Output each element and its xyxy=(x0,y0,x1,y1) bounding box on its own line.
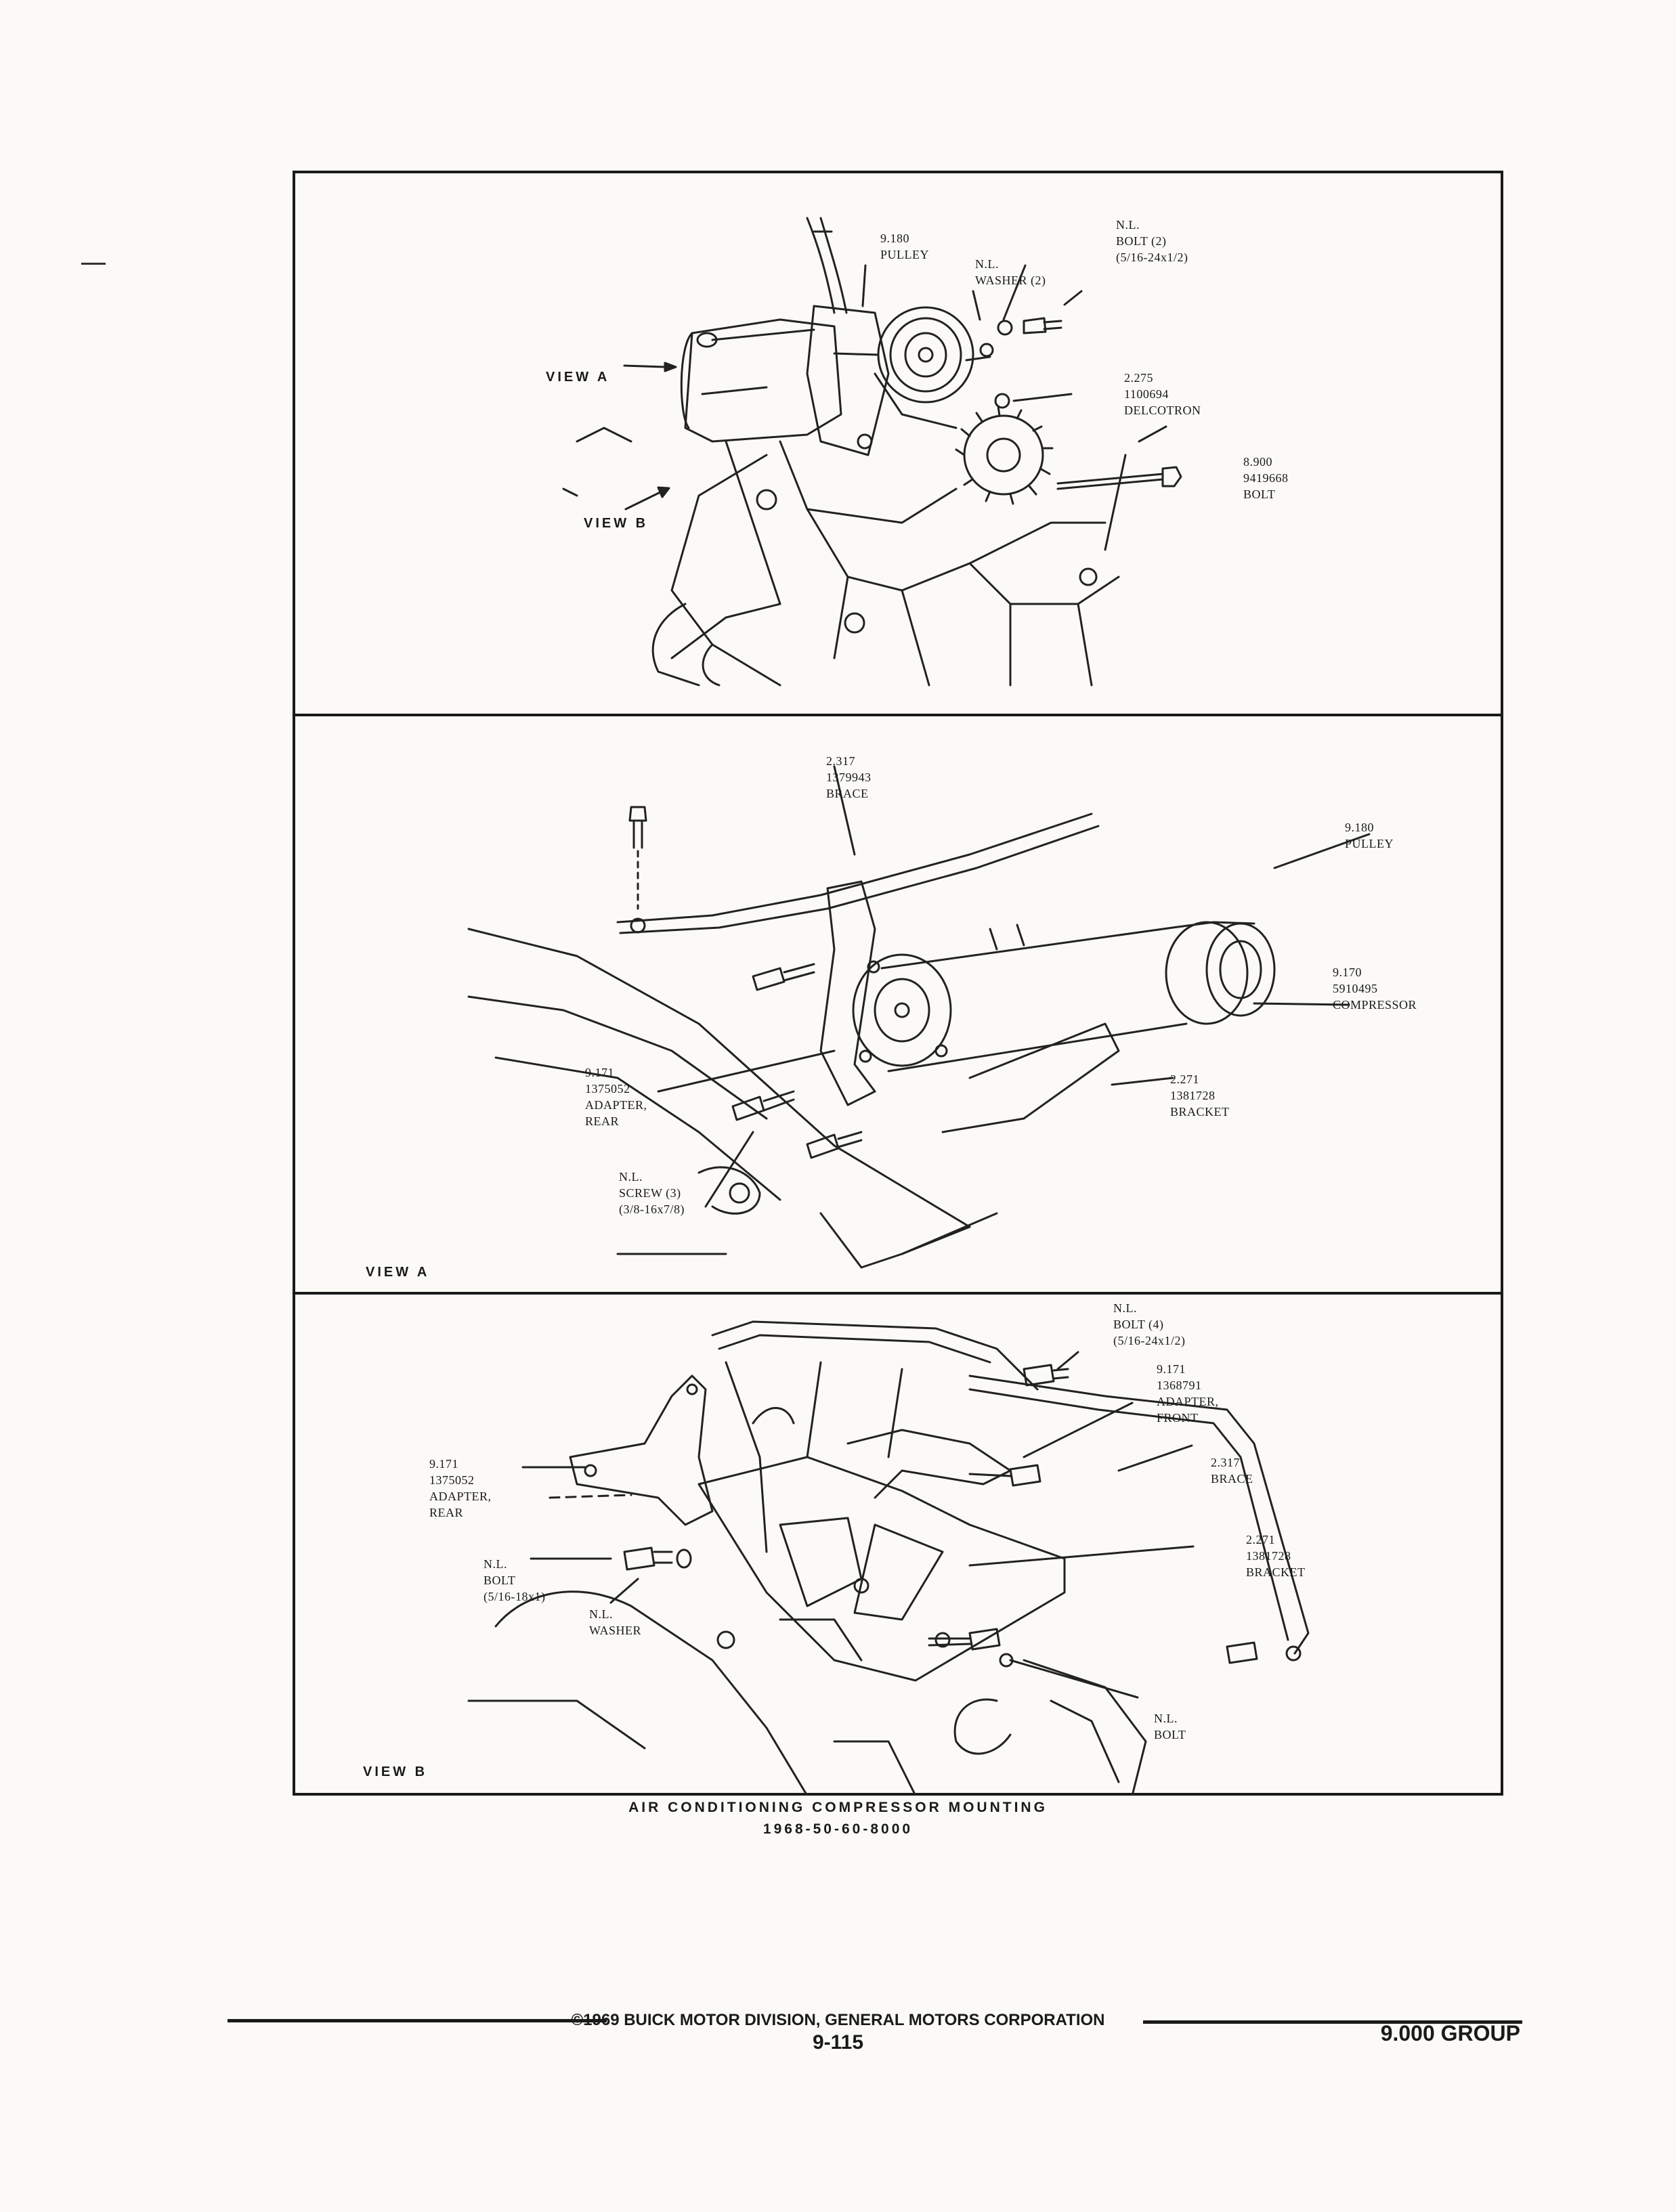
pulley-label: 9.180 PULLEY xyxy=(1345,821,1394,850)
view-a-pointer-label: VIEW A xyxy=(546,370,610,385)
adapter-front-label: 9.171 1368791 ADAPTER, FRONT xyxy=(1157,1362,1219,1425)
panel-2-drawing xyxy=(467,765,1371,1269)
engine-illustrations xyxy=(467,217,1371,1796)
pulley-label: 9.180 PULLEY xyxy=(880,232,929,261)
figure-title: AIR CONDITIONING COMPRESSOR MOUNTING xyxy=(628,1800,1048,1815)
washer-label: N.L. WASHER xyxy=(589,1607,642,1637)
adapter-rear-label: 9.171 1375052 ADAPTER, REAR xyxy=(585,1066,647,1128)
bolt-5-16-18-label: N.L. BOLT (5/16-18x1) xyxy=(484,1557,546,1603)
brace-label: 2.317 BRACE xyxy=(1211,1456,1253,1485)
screw-label: N.L. SCREW (3) (3/8-16x7/8) xyxy=(619,1170,685,1216)
figure-subtitle: 1968-50-60-8000 xyxy=(762,1821,914,1837)
margin-mark xyxy=(81,263,106,265)
copyright: ©1969 BUICK MOTOR DIVISION, GENERAL MOTO… xyxy=(571,2011,1105,2029)
bracket-label: 2.271 1381728 BRACKET xyxy=(1246,1533,1306,1579)
panel-3-drawing xyxy=(467,1320,1310,1796)
figure-frame xyxy=(293,171,1503,1796)
view-b-caption: VIEW B xyxy=(363,1764,428,1779)
group-label: 9.000 GROUP xyxy=(1380,2021,1520,2045)
bolt-label: N.L. BOLT (2) (5/16-24x1/2) xyxy=(1116,218,1188,264)
panel-divider-1 xyxy=(293,714,1503,716)
adapter-rear-label: 9.171 1375052 ADAPTER, REAR xyxy=(429,1457,492,1519)
page-number: 9-115 xyxy=(812,2031,864,2054)
panel-1-drawing xyxy=(562,217,1182,687)
view-b-pointer-label: VIEW B xyxy=(584,516,649,531)
washer-label: N.L. WASHER (2) xyxy=(975,257,1046,287)
bolt4-label: N.L. BOLT (4) (5/16-24x1/2) xyxy=(1113,1301,1186,1347)
view-a-caption: VIEW A xyxy=(366,1265,430,1280)
panel-divider-2 xyxy=(293,1292,1503,1295)
bolt-8900-label: 8.900 9419668 BOLT xyxy=(1243,455,1289,501)
compressor-label: 9.170 5910495 COMPRESSOR xyxy=(1333,966,1417,1012)
brace-label: 2.317 1379943 BRACE xyxy=(826,754,872,800)
footer-rule-left xyxy=(228,2019,607,2022)
footer-rule-right xyxy=(1143,2020,1522,2024)
bracket-label: 2.271 1381728 BRACKET xyxy=(1170,1072,1230,1119)
delcotron-label: 2.275 1100694 DELCOTRON xyxy=(1124,371,1201,417)
bolt-label: N.L. BOLT xyxy=(1154,1712,1186,1741)
